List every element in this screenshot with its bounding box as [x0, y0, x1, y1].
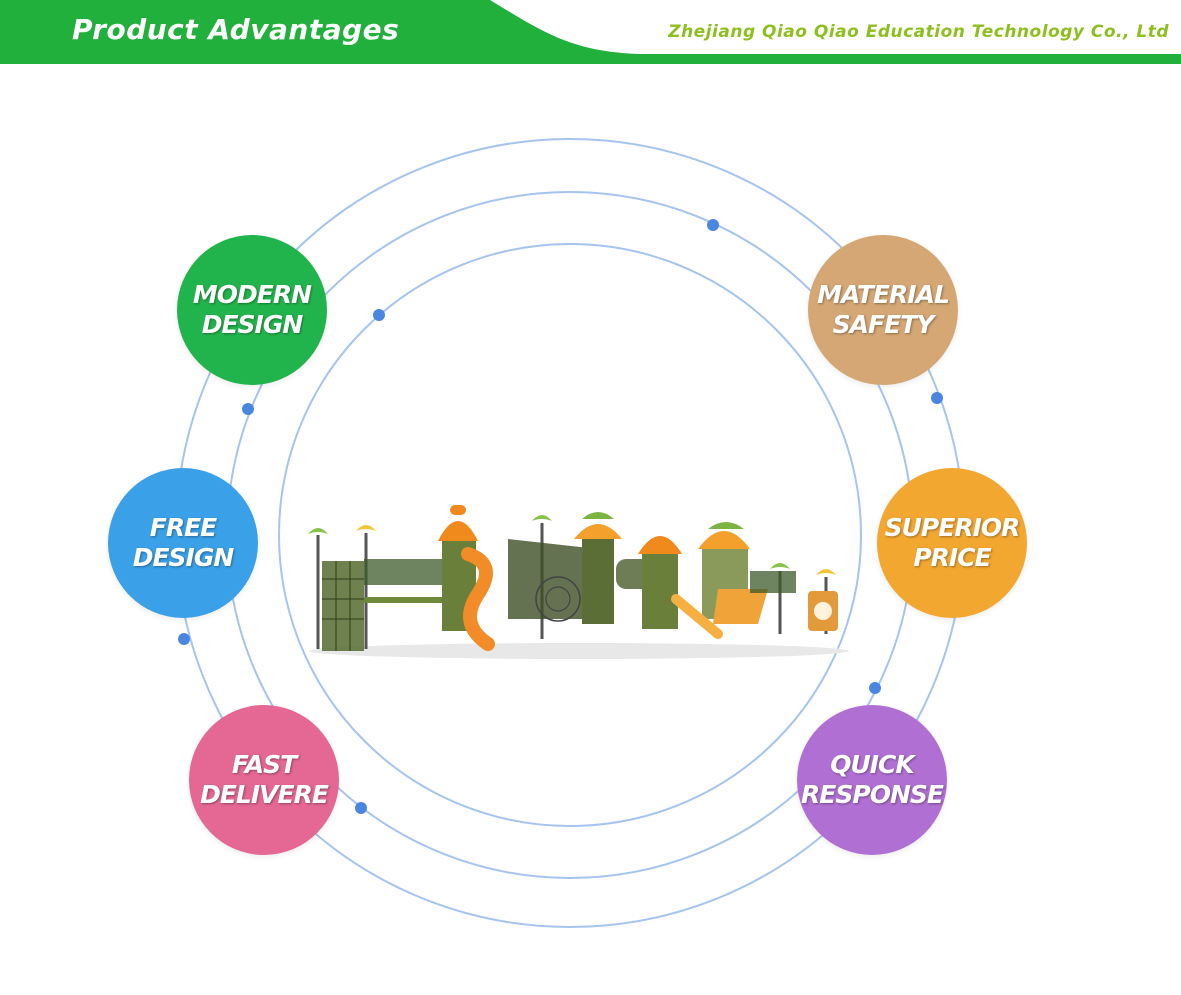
orbit-dot — [373, 309, 385, 321]
badge-quick-response: QUICK RESPONSE — [797, 705, 947, 855]
orbit-dot — [242, 403, 254, 415]
badge-line: RESPONSE — [801, 780, 944, 809]
badge-line: SAFETY — [832, 310, 935, 339]
badge-line: PRICE — [913, 543, 991, 572]
badge-line: FREE — [149, 513, 217, 542]
playground-icon — [308, 505, 849, 659]
orbit-dot — [178, 633, 190, 645]
badge-line: DESIGN — [201, 310, 304, 339]
orbit-dot — [355, 802, 367, 814]
badge-line: MATERIAL — [817, 280, 950, 309]
advantages-diagram: MODERN DESIGN MATERIAL SAFETY FREE DESIG… — [0, 64, 1181, 995]
orbit-dot — [707, 219, 719, 231]
header-banner: Product Advantages Zhejiang Qiao Qiao Ed… — [0, 0, 1181, 64]
orbit-dot — [931, 392, 943, 404]
company-name: Zhejiang Qiao Qiao Education Technology … — [668, 22, 1169, 42]
orbit-dot — [869, 682, 881, 694]
badge-line: DELIVERE — [200, 780, 329, 809]
page-title: Product Advantages — [72, 13, 400, 46]
badge-line: MODERN — [192, 280, 312, 309]
badge-line: QUICK — [830, 750, 915, 779]
badge-line: SUPERIOR — [884, 513, 1021, 542]
header-background — [0, 0, 1181, 64]
badge-material-safety: MATERIAL SAFETY — [808, 235, 958, 385]
badge-modern-design: MODERN DESIGN — [177, 235, 327, 385]
inner-ring — [278, 243, 862, 827]
badge-line: DESIGN — [132, 543, 235, 572]
badge-free-design: FREE DESIGN — [108, 468, 258, 618]
badge-fast-delivere: FAST DELIVERE — [189, 705, 339, 855]
badge-superior-price: SUPERIOR PRICE — [877, 468, 1027, 618]
badge-line: FAST — [231, 750, 297, 779]
